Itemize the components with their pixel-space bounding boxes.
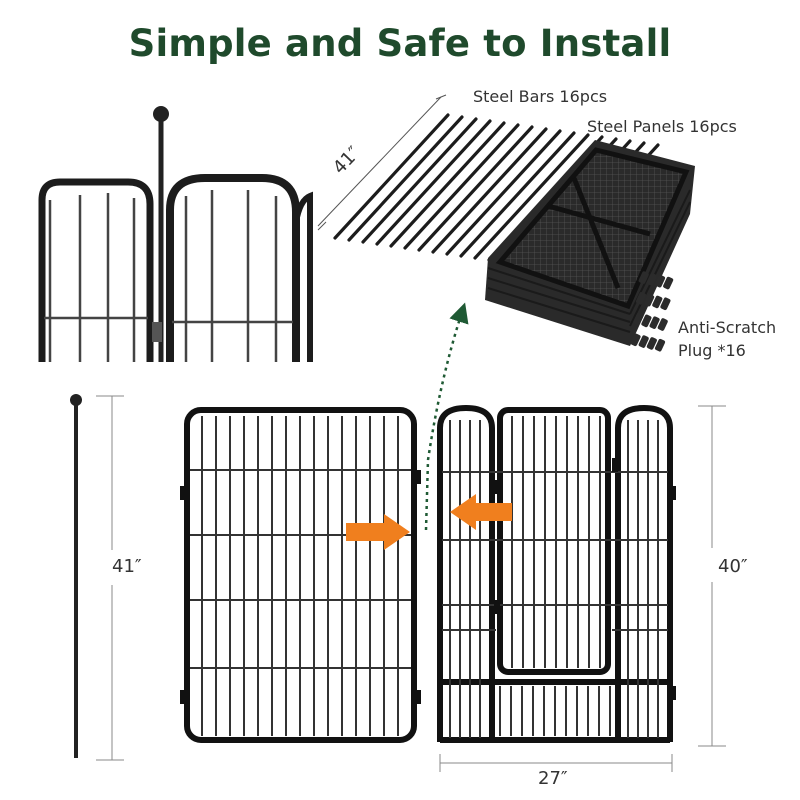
- door-panel: [437, 404, 676, 743]
- large-panel: [180, 407, 421, 743]
- page-title: Simple and Safe to Install: [128, 22, 672, 65]
- rod-dimension-line: [96, 395, 124, 761]
- steel-panels-label: Steel Panels 16pcs: [587, 117, 737, 136]
- panel-height-dimension-line: [698, 405, 726, 747]
- panel-height-dimension: 40″: [718, 556, 748, 577]
- dotted-arrow-up-icon: [424, 302, 469, 531]
- panel-width-dimension-line: [439, 754, 673, 772]
- connecting-rod: [70, 394, 82, 758]
- steel-bars-label: Steel Bars 16pcs: [473, 87, 608, 106]
- arrow-right-icon: [346, 514, 410, 550]
- panel-width-dimension: 27″: [538, 768, 568, 789]
- arrow-left-icon: [450, 494, 512, 530]
- plug-label-line1: Anti-Scratch: [678, 318, 777, 337]
- plug-label-line2: Plug *16: [678, 341, 746, 360]
- anti-scratch-plugs: [630, 271, 674, 352]
- rod-height-dimension: 41″: [112, 556, 142, 577]
- joint-closeup: [38, 106, 313, 362]
- steel-panels-stack: [485, 140, 695, 346]
